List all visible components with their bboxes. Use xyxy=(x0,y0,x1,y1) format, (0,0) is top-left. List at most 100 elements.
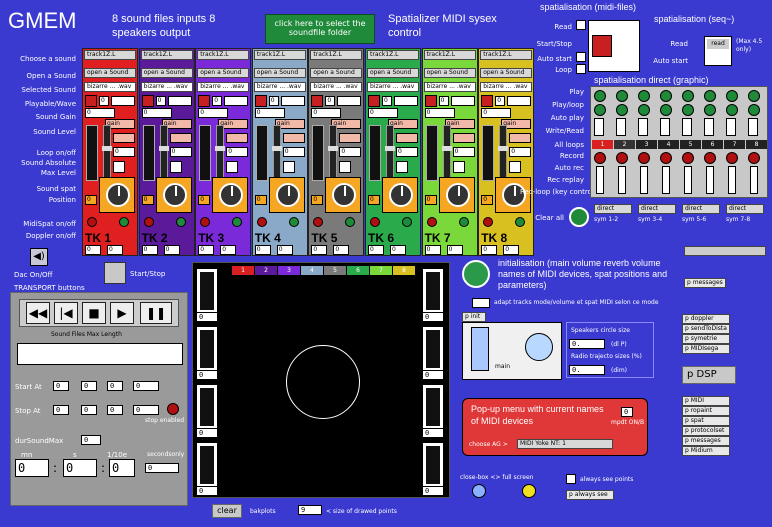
choose-sound-menu[interactable]: track1Z.L xyxy=(367,50,419,60)
doppler-led[interactable] xyxy=(119,217,129,227)
fullscreen-button[interactable] xyxy=(522,484,536,498)
spat-number[interactable]: 0 xyxy=(368,195,380,205)
pause-icon[interactable]: ❚❚ xyxy=(140,302,172,324)
playloop-button-2[interactable] xyxy=(616,104,628,116)
messages-button[interactable]: p messages xyxy=(684,278,726,288)
spat-position-knob-box[interactable] xyxy=(382,177,418,213)
record-button-7[interactable] xyxy=(726,152,738,164)
playloop-button-8[interactable] xyxy=(748,104,760,116)
right-button-4[interactable]: p MIDIsega xyxy=(682,344,730,354)
midi-spat-led[interactable] xyxy=(256,217,267,227)
spat-position-knob[interactable] xyxy=(389,183,413,207)
open-sound-button[interactable]: open a Sound xyxy=(84,68,136,78)
gain-box[interactable]: gain xyxy=(161,119,192,129)
gain-fader[interactable] xyxy=(498,125,509,185)
play-button-1[interactable] xyxy=(594,90,606,102)
sound-gain-number[interactable]: 0 xyxy=(368,108,398,118)
level-box[interactable] xyxy=(339,133,362,143)
popup-val[interactable]: 0 xyxy=(621,407,633,417)
right-button2-5[interactable]: p messages xyxy=(682,436,730,446)
time-min[interactable]: 0 xyxy=(15,459,49,477)
spat-position-knob-box[interactable] xyxy=(438,177,475,213)
level-number[interactable]: 0 xyxy=(282,147,305,157)
dur-value[interactable]: 0 xyxy=(81,435,101,445)
always-points-toggle[interactable] xyxy=(566,474,576,484)
spat-midi-display[interactable] xyxy=(588,20,640,72)
stop-enabled-toggle[interactable] xyxy=(167,403,179,415)
clear-all-button[interactable] xyxy=(569,207,589,227)
level-box[interactable] xyxy=(452,133,475,143)
gain-box[interactable]: gain xyxy=(274,119,305,129)
doppler-led[interactable] xyxy=(175,217,186,227)
gain-fader[interactable] xyxy=(441,125,452,185)
record-button-8[interactable] xyxy=(748,152,760,164)
choose-sound-menu[interactable]: track1Z.L xyxy=(423,50,476,60)
cl-button[interactable] xyxy=(394,96,418,106)
spat-number[interactable]: 0 xyxy=(254,195,267,205)
gain-box[interactable]: gain xyxy=(388,119,418,129)
gain-box[interactable]: gain xyxy=(105,119,135,129)
sound-gain-number[interactable]: 0 xyxy=(198,108,229,118)
playloop-button-4[interactable] xyxy=(660,104,672,116)
play-toggle[interactable] xyxy=(368,95,380,107)
direct-menu-1[interactable]: direct xyxy=(594,204,632,214)
write-read-slider-7[interactable] xyxy=(726,118,736,136)
write-read-slider-5[interactable] xyxy=(682,118,692,136)
cl-button[interactable] xyxy=(111,96,135,106)
level-box[interactable] xyxy=(282,133,305,143)
choose-sound-menu[interactable]: track1Z.L xyxy=(140,50,193,60)
gain-fader[interactable] xyxy=(328,125,339,185)
loop-toggle[interactable] xyxy=(169,161,182,173)
record-button-3[interactable] xyxy=(638,152,650,164)
record-button-4[interactable] xyxy=(660,152,672,164)
right-button2-1[interactable]: p MIDI xyxy=(682,396,730,406)
level-number[interactable]: 0 xyxy=(169,147,192,157)
spat-position-knob[interactable] xyxy=(162,183,187,207)
rec-slider-8[interactable] xyxy=(750,166,758,194)
doppler-led[interactable] xyxy=(345,217,356,227)
gain-box[interactable]: gain xyxy=(501,119,532,129)
right-button-2[interactable]: p sendToDista xyxy=(682,324,730,334)
level-box[interactable] xyxy=(113,133,135,143)
play-button-3[interactable] xyxy=(638,90,650,102)
loop-toggle[interactable] xyxy=(113,161,125,173)
p-init-button[interactable]: p init xyxy=(462,312,486,322)
time-seconds[interactable]: 0 xyxy=(145,463,179,473)
cl-button[interactable] xyxy=(337,96,362,106)
time-sec[interactable]: 0 xyxy=(63,459,97,477)
stop-at-tenth[interactable]: 0 xyxy=(107,405,123,415)
level-number[interactable]: 0 xyxy=(226,147,249,157)
fader-thumb[interactable] xyxy=(102,146,112,151)
spat-position-knob-box[interactable] xyxy=(268,177,305,213)
adapt-toggle[interactable] xyxy=(472,298,490,308)
record-button-5[interactable] xyxy=(682,152,694,164)
dsp-button[interactable]: p DSP xyxy=(682,366,736,384)
loop-toggle[interactable] xyxy=(282,161,295,173)
choose-sound-menu[interactable]: track1Z.L xyxy=(310,50,363,60)
right-button-3[interactable]: p symetrie xyxy=(682,334,730,344)
select-folder-button[interactable]: click here to select the soundfile folde… xyxy=(265,14,375,44)
playloop-button-1[interactable] xyxy=(594,104,606,116)
play-button-7[interactable] xyxy=(726,90,738,102)
fader-thumb[interactable] xyxy=(215,146,226,151)
spat-midi-autostart-toggle[interactable] xyxy=(576,52,586,62)
rec-slider-7[interactable] xyxy=(728,166,736,194)
level-box[interactable] xyxy=(169,133,192,143)
play-button-8[interactable] xyxy=(748,90,760,102)
start-at-min[interactable]: 0 xyxy=(53,381,69,391)
gain-box[interactable]: gain xyxy=(218,119,249,129)
right-button2-6[interactable]: p Midium xyxy=(682,446,730,456)
right-button2-2[interactable]: p ropaint xyxy=(682,406,730,416)
level-box[interactable] xyxy=(396,133,418,143)
write-read-slider-1[interactable] xyxy=(594,118,604,136)
loop-toggle[interactable] xyxy=(226,161,239,173)
write-read-slider-3[interactable] xyxy=(638,118,648,136)
spat-number[interactable]: 0 xyxy=(311,195,324,205)
right-button2-4[interactable]: p protocolset xyxy=(682,426,730,436)
loop-toggle[interactable] xyxy=(396,161,408,173)
open-sound-button[interactable]: open a Sound xyxy=(253,68,306,78)
previous-icon[interactable]: |◀ xyxy=(54,302,78,324)
startstop-button[interactable] xyxy=(104,262,126,284)
rec-slider-5[interactable] xyxy=(684,166,692,194)
spat-position-knob-box[interactable] xyxy=(99,177,135,213)
